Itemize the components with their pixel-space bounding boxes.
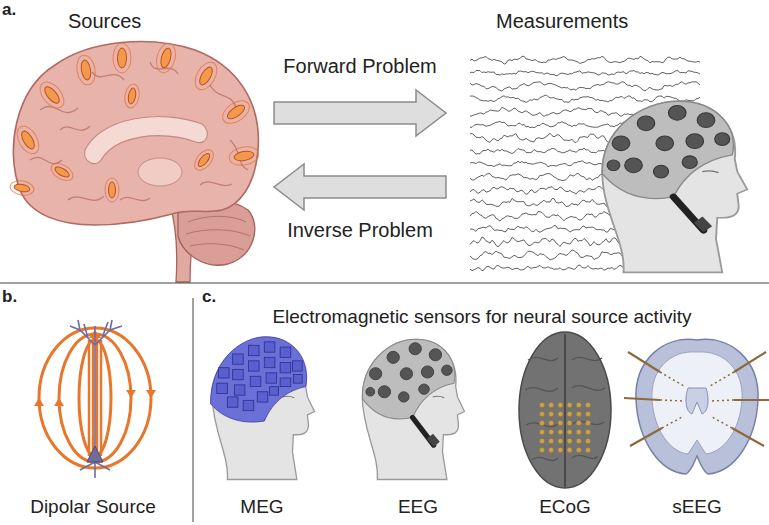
electrode-dot	[549, 438, 554, 443]
electrode-dot	[567, 438, 572, 443]
electrode-dot	[549, 411, 554, 416]
arrow-label: Inverse Problem	[287, 219, 433, 242]
seeg-coronal	[624, 339, 769, 474]
meg-head	[211, 337, 315, 480]
sensor-name: sEEG	[672, 496, 722, 518]
dipole-illustration	[34, 320, 156, 478]
electrode-dot	[567, 429, 572, 434]
illustration-node: Measurements	[452, 6, 764, 278]
electrode-dot	[539, 447, 544, 452]
waveform-trace	[470, 95, 700, 103]
panel-letter: b.	[2, 287, 17, 307]
electrode-dot	[585, 411, 590, 416]
electrode-dot	[585, 438, 590, 443]
arrow-label: Forward Problem	[283, 55, 436, 78]
electrode-dot	[567, 402, 572, 407]
electrode-dot	[549, 447, 554, 452]
electrode-dot	[558, 429, 563, 434]
electrode-dot	[558, 402, 563, 407]
sensor-name: ECoG	[539, 496, 591, 518]
block-arrow	[274, 164, 446, 210]
electrode-dot	[576, 402, 581, 407]
waveform-trace	[470, 56, 700, 64]
panel-letter: c.	[202, 287, 216, 307]
sensor-name: MEG	[240, 496, 283, 518]
electrode-dot	[585, 420, 590, 425]
electrode-dot	[576, 429, 581, 434]
electrode-dot	[539, 438, 544, 443]
eeg-head	[602, 101, 747, 272]
waveform-trace	[470, 71, 700, 76]
illustration-node: Sources	[4, 6, 268, 278]
panel-heading: Electromagnetic sensors for neural sourc…	[272, 306, 691, 328]
waveform-trace	[470, 82, 700, 91]
electrode-dot	[549, 420, 554, 425]
ecog-brain	[519, 332, 611, 488]
electrode-dot	[539, 420, 544, 425]
panel-separator	[193, 298, 194, 522]
electrode-dot	[576, 411, 581, 416]
electrode-dot	[585, 429, 590, 434]
electrode-dot	[585, 402, 590, 407]
electrode-dot	[576, 420, 581, 425]
sensor-name: EEG	[398, 496, 438, 518]
electrode-dot	[558, 447, 563, 452]
node-heading: Measurements	[496, 10, 628, 33]
panel-separator	[0, 283, 769, 284]
electrode-dot	[567, 420, 572, 425]
electrode-dot	[539, 402, 544, 407]
panel-letter: a.	[2, 0, 16, 20]
node-heading: Sources	[68, 10, 141, 33]
electrode-dot	[558, 420, 563, 425]
electrode-dot	[576, 438, 581, 443]
electrode-dot	[567, 411, 572, 416]
electrode-dot	[549, 429, 554, 434]
electrode-dot	[576, 447, 581, 452]
electrode-dot	[539, 429, 544, 434]
brain-sagittal	[9, 41, 260, 282]
electrode-dot	[585, 447, 590, 452]
figure-caption: Dipolar Source	[30, 496, 156, 518]
electrode-dot	[558, 411, 563, 416]
electrode-dot	[539, 411, 544, 416]
electrode-dot	[567, 447, 572, 452]
electrode-dot	[549, 402, 554, 407]
eeg-head-small	[362, 339, 464, 479]
block-arrow	[274, 90, 446, 136]
electrode-dot	[558, 438, 563, 443]
